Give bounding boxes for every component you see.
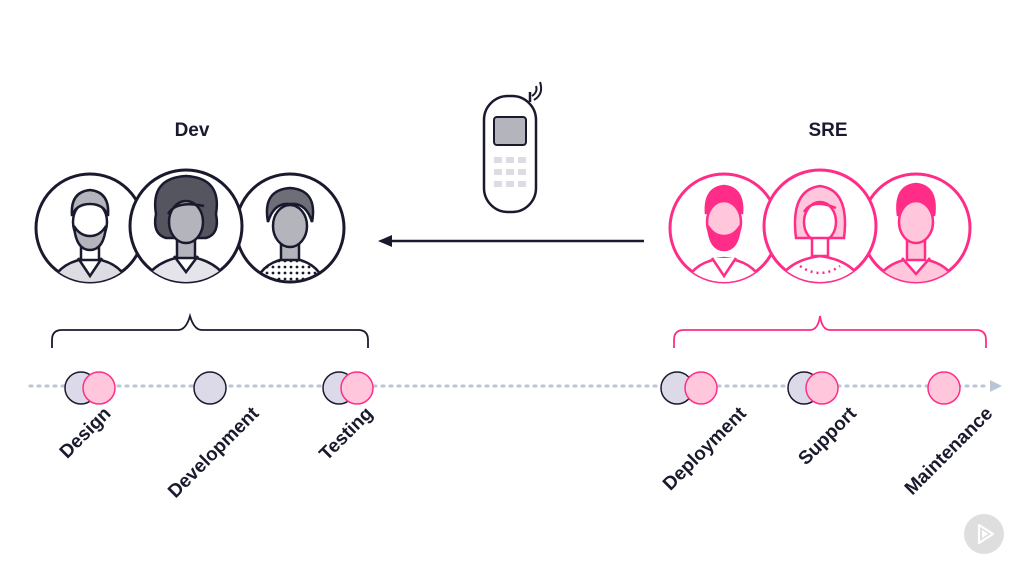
mobile-phone-icon [482,81,543,214]
sre-team-avatars [668,168,972,284]
phase-marker-deployment [660,371,718,405]
sre-avatar-short-hair-icon [860,172,972,284]
dev-avatar-curly-dotted-icon [234,172,346,284]
dev-brace [51,312,369,348]
phase-marker-design [64,371,116,405]
arrow-left-icon [378,235,644,247]
sre-team-label: SRE [808,120,848,141]
dev-team-label: Dev [174,120,210,141]
play-logo-icon [964,514,1004,554]
phase-marker-testing [322,371,374,405]
dev-team-avatars [34,168,346,284]
sre-avatar-bob-hair-icon [762,168,878,284]
sre-avatar-bearded-icon [668,172,780,284]
phase-marker-maintenance [927,371,961,405]
dev-avatar-afro-icon [128,168,244,284]
phase-marker-development [193,371,227,405]
sre-brace [673,315,987,348]
timeline [28,380,1002,392]
phase-marker-support [787,371,839,405]
dev-avatar-bearded-icon [34,172,146,284]
